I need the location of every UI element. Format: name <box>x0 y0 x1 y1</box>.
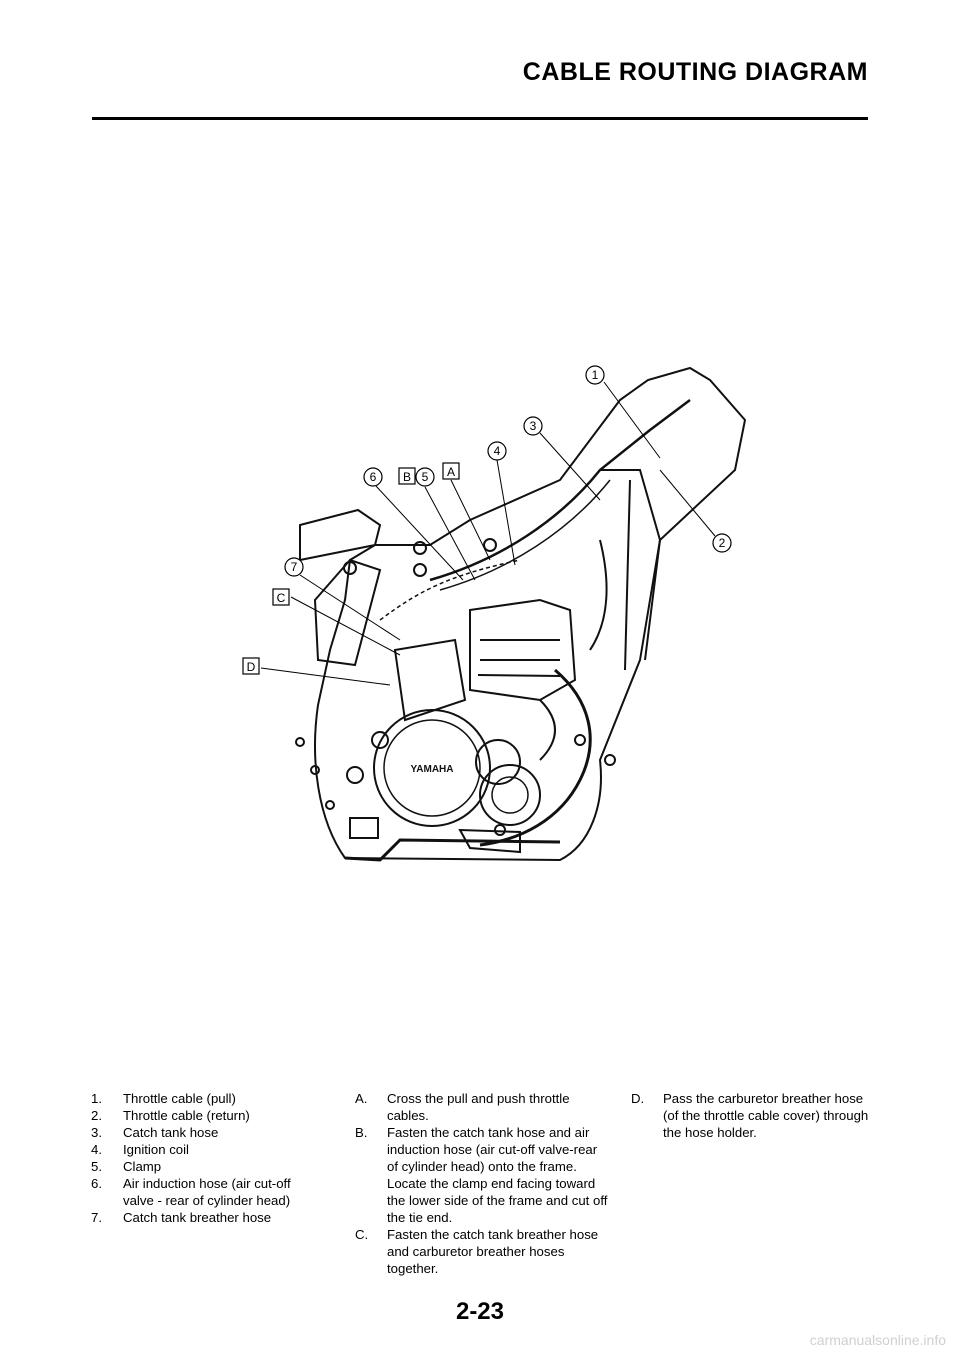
frame-front-tube <box>600 469 662 661</box>
yamaha-logo: YAMAHA <box>411 764 454 775</box>
legend-lettered-d: D.Pass the carburetor breather hose (of … <box>631 1090 876 1141</box>
exhaust-pipe <box>479 668 592 847</box>
callout-3: 3 <box>530 419 537 433</box>
callout-C: C <box>277 591 286 605</box>
carburetor <box>393 638 467 722</box>
page-title: CABLE ROUTING DIAGRAM <box>522 58 868 86</box>
clutch-cover <box>373 709 491 827</box>
list-item: D.Pass the carburetor breather hose (of … <box>631 1091 869 1140</box>
callout-B: B <box>403 470 411 484</box>
list-item: 7.Catch tank breather hose <box>91 1210 272 1225</box>
callout-5: 5 <box>422 470 429 484</box>
frame-outline <box>314 366 747 862</box>
page-number: 2-23 <box>455 1298 505 1325</box>
list-item: A.Cross the pull and push throttle cable… <box>355 1091 570 1123</box>
header-rule <box>92 117 868 120</box>
callout-7: 7 <box>291 560 298 574</box>
callout-4: 4 <box>494 444 501 458</box>
cylinder-head <box>469 598 577 702</box>
callout-D: D <box>247 660 256 674</box>
callout-2: 2 <box>719 536 726 550</box>
callout-1: 1 <box>592 368 599 382</box>
magneto-cover <box>479 764 541 826</box>
list-item: B.Fasten the catch tank hose and air ind… <box>355 1125 608 1225</box>
list-item: 5.Clamp <box>91 1159 162 1174</box>
airbox <box>299 508 382 562</box>
callout-6: 6 <box>370 470 377 484</box>
list-item: 4.Ignition coil <box>91 1142 189 1157</box>
list-item: 1.Throttle cable (pull) <box>91 1091 236 1106</box>
watermark: carmanualsonline.info <box>809 1332 946 1348</box>
legend-numbered: 1.Throttle cable (pull) 2.Throttle cable… <box>91 1090 316 1226</box>
callout-A: A <box>447 465 455 479</box>
list-item: 6.Air induction hose (air cut-off valve … <box>91 1176 291 1208</box>
throttle-cables <box>429 399 691 582</box>
list-item: 2.Throttle cable (return) <box>91 1108 250 1123</box>
legend-lettered-a-c: A.Cross the pull and push throttle cable… <box>355 1090 610 1277</box>
list-item: C.Fasten the catch tank breather hose an… <box>355 1227 599 1276</box>
list-item: 3.Catch tank hose <box>91 1125 219 1140</box>
